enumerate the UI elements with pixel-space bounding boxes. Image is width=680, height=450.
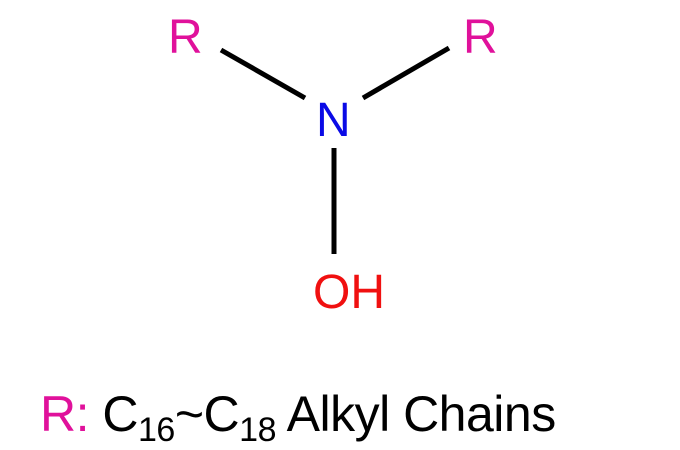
- caption-r-label: R:: [40, 386, 90, 442]
- bond-r-left-n: [219, 47, 307, 101]
- caption-carbon-1: C: [102, 386, 139, 442]
- caption-subscript-16: 16: [138, 411, 175, 449]
- r-group-caption: R: C16~C18 Alkyl Chains: [40, 384, 557, 447]
- caption-alkyl-chains: Alkyl Chains: [275, 386, 557, 442]
- atom-hydroxyl: OH: [313, 266, 385, 319]
- atom-r-left: R: [168, 11, 203, 64]
- caption-tilde: ~: [174, 386, 204, 442]
- caption-subscript-18: 18: [239, 411, 276, 449]
- atom-nitrogen: N: [316, 94, 351, 147]
- atom-r-right: R: [463, 11, 498, 64]
- bond-r-right-n: [361, 45, 451, 101]
- caption-carbon-2: C: [203, 386, 240, 442]
